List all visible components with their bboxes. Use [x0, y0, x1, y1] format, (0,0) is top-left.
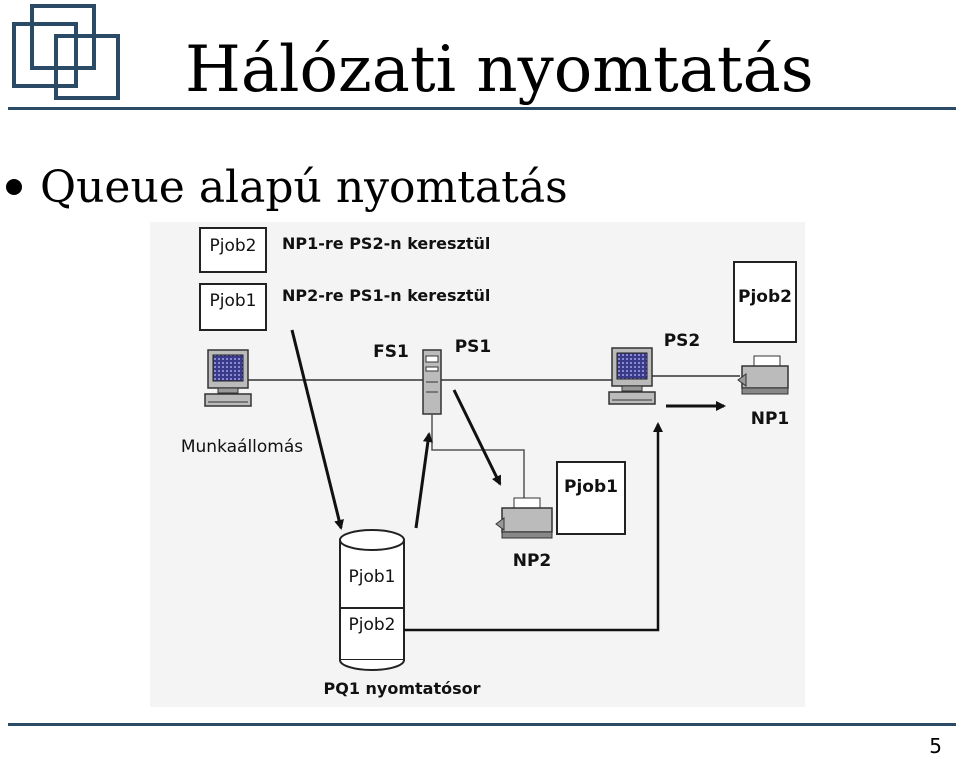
slide-title: Hálózati nyomtatás	[185, 33, 814, 107]
bullet-dot	[6, 178, 22, 195]
queue-item-1: Pjob1	[349, 567, 396, 587]
workstation-icon	[204, 349, 252, 407]
np1-printer-icon	[737, 355, 789, 395]
legend-box-1	[199, 227, 267, 273]
np1-job-label: Pjob2	[738, 287, 792, 307]
footer-rule	[8, 723, 956, 726]
np2-printer-icon	[495, 497, 553, 539]
ps1-label: PS1	[455, 337, 492, 357]
np1-job-box	[733, 261, 797, 343]
np2-label: NP2	[513, 551, 552, 571]
arrow-workstation-to-queue	[290, 329, 344, 530]
legend-box-2	[199, 283, 267, 331]
arrow-queue-to-ps2	[404, 422, 663, 632]
np2-job-label: Pjob1	[564, 477, 618, 497]
fs1-label: FS1	[373, 342, 409, 362]
network-print-diagram: Pjob2 NP1-re PS2-n keresztül Pjob1 NP2-r…	[150, 222, 805, 707]
legend-box-1-label: Pjob2	[210, 236, 257, 256]
queue-caption: PQ1 nyomtatósor	[323, 679, 480, 698]
title-rule	[8, 107, 956, 110]
server-tower-icon	[422, 349, 442, 415]
np2-job-box	[556, 461, 626, 535]
arrow-ps1-to-np2	[452, 389, 502, 486]
logo-squares	[12, 4, 120, 100]
np1-label: NP1	[751, 409, 790, 429]
ps2-computer-icon	[608, 347, 656, 405]
ps2-label: PS2	[664, 331, 701, 351]
bullet-item: Queue alapú nyomtatás	[6, 160, 568, 216]
page-number: 5	[929, 734, 942, 758]
print-queue-cylinder	[339, 529, 405, 671]
bullet-text: Queue alapú nyomtatás	[40, 162, 568, 213]
legend-box-2-label: Pjob1	[210, 291, 257, 311]
ps1-to-np2-line	[431, 414, 525, 504]
legend-text-2: NP2-re PS1-n keresztül	[282, 286, 490, 305]
arrow-queue-to-ps1	[414, 432, 433, 529]
legend-text-1: NP1-re PS2-n keresztül	[282, 234, 490, 253]
workstation-label: Munkaállomás	[181, 437, 303, 457]
queue-item-2: Pjob2	[349, 615, 396, 635]
